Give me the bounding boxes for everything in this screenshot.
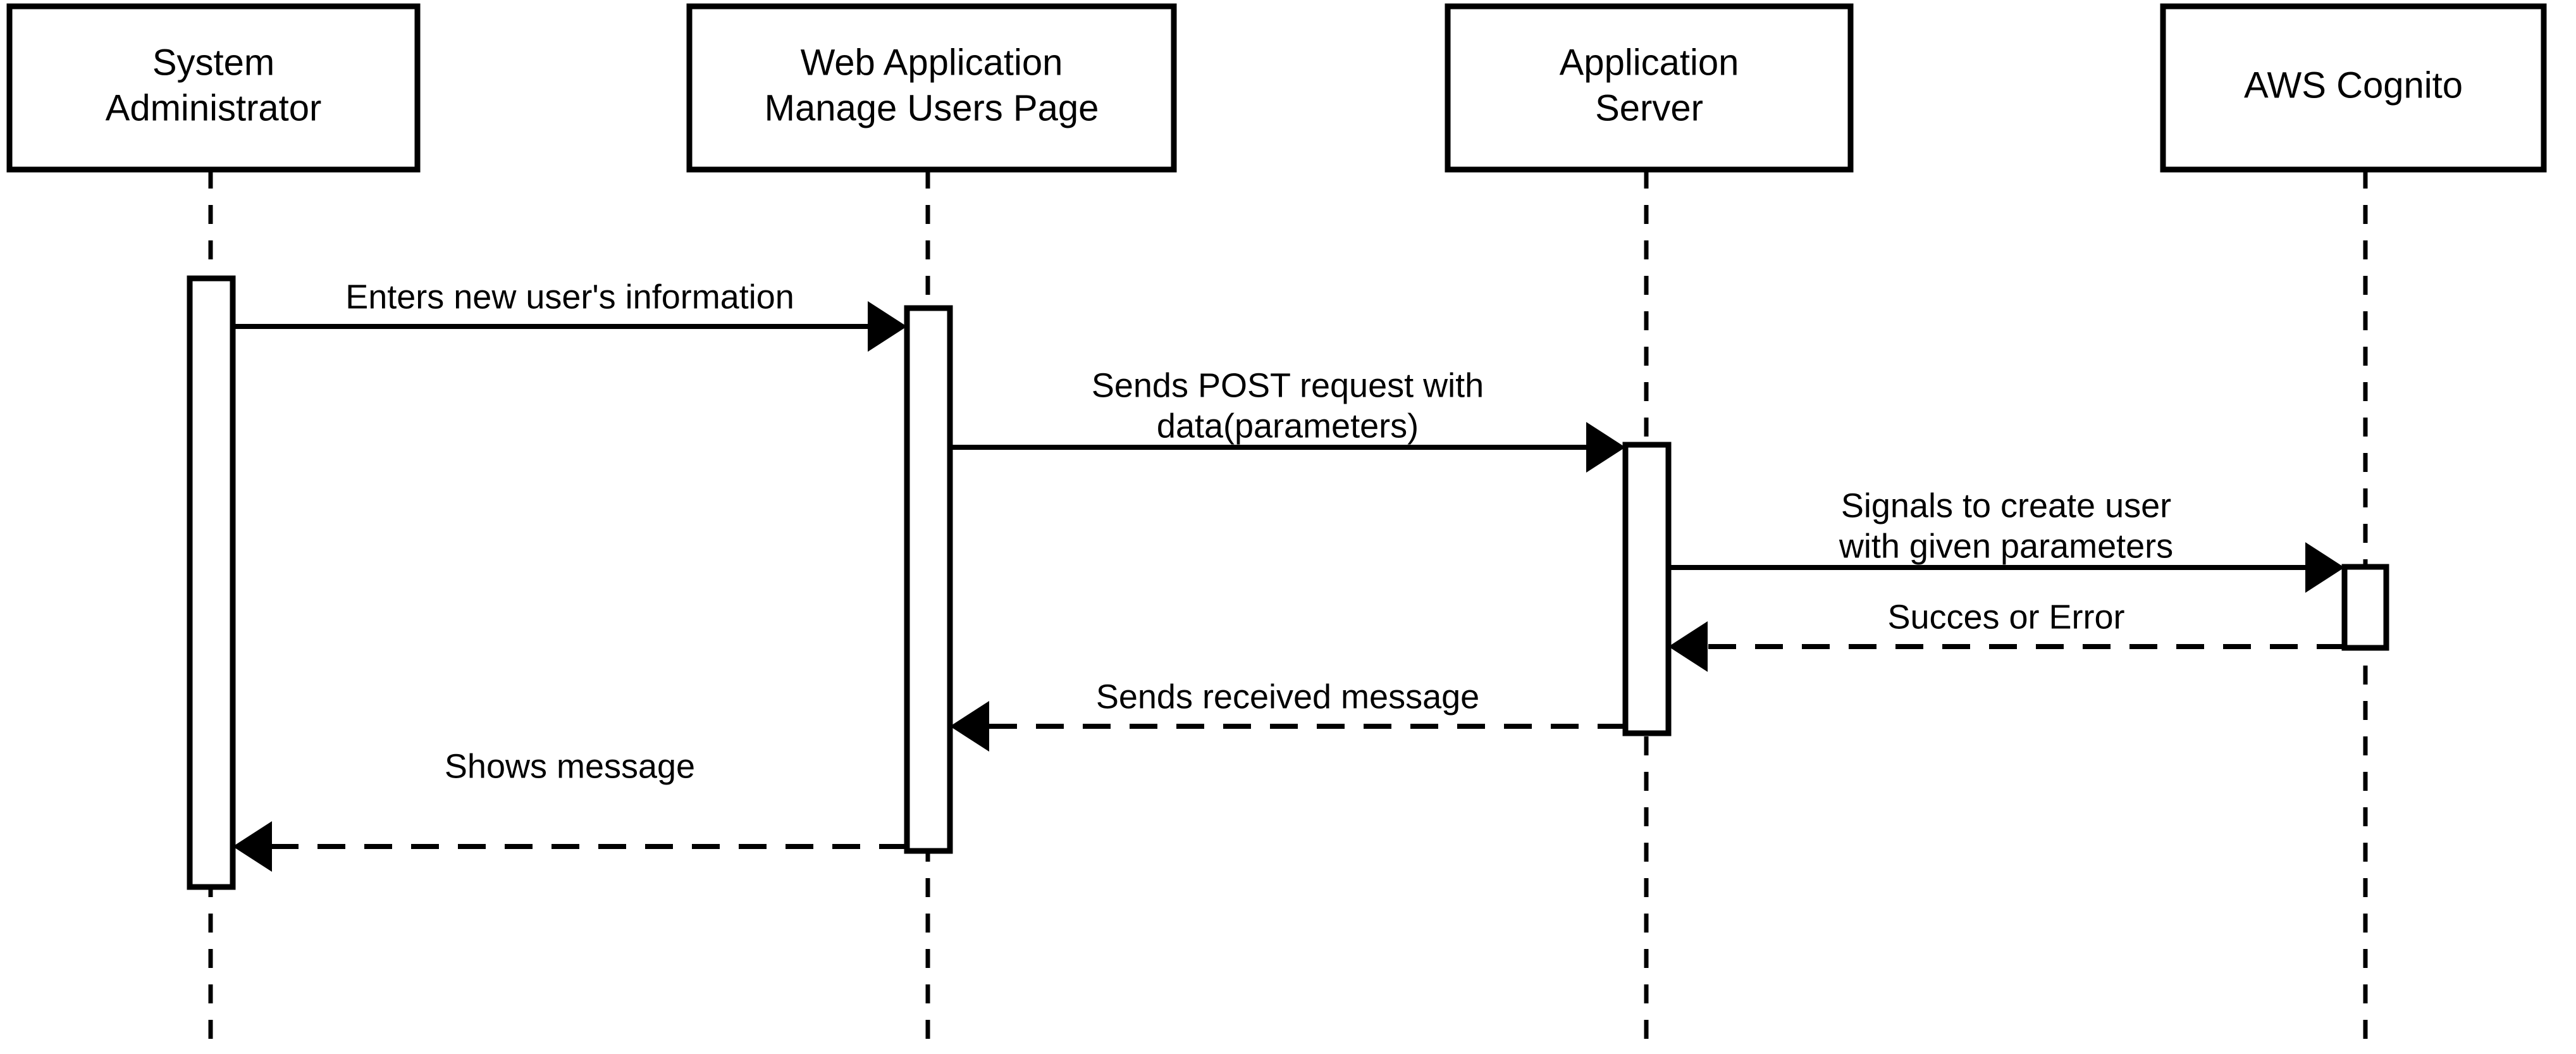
lifeline-label-system-administrator: System	[152, 42, 274, 83]
lifeline-box-web-application-manage-users-page[interactable]	[686, 3, 1177, 173]
message-succes-or-error[interactable]: Succes or Error	[1668, 598, 2345, 672]
message-label-shows-message: Shows message	[445, 747, 695, 785]
arrow-head-sends-received-message	[950, 701, 989, 752]
arrow-head-succes-or-error	[1668, 621, 1708, 672]
lifeline-box-aws-cognito[interactable]	[2160, 3, 2547, 173]
lifeline-label-aws-cognito: AWS Cognito	[2244, 65, 2463, 106]
arrow-head-enters-new-users-information	[868, 301, 907, 352]
message-label-sends-post-request-with-data-parameters: Sends POST request with	[1092, 366, 1484, 404]
activation-bar-aws-cognito[interactable]	[2341, 564, 2389, 651]
message-shows-message[interactable]: Shows message	[233, 747, 907, 872]
activation-bar-web-application-manage-users-page[interactable]	[904, 305, 953, 854]
lifeline-label-web-application-manage-users-page: Manage Users Page	[765, 87, 1099, 128]
lifeline-aws-cognito: AWS Cognito	[2160, 3, 2547, 1054]
message-label-enters-new-users-information: Enters new user's information	[345, 278, 794, 316]
arrow-head-shows-message	[233, 821, 272, 872]
lifeline-label-application-server: Application	[1560, 42, 1739, 83]
message-label-succes-or-error: Succes or Error	[1887, 598, 2124, 636]
activation-bar-system-administrator[interactable]	[187, 275, 236, 890]
message-label-signals-to-create-user-with-given-parameters: Signals to create user	[1841, 487, 2171, 524]
message-label-sends-post-request-with-data-parameters: data(parameters)	[1157, 407, 1419, 445]
arrow-head-sends-post-request-with-data-parameters	[1586, 422, 1625, 473]
arrow-head-signals-to-create-user-with-given-parameters	[2305, 542, 2345, 593]
activation-bar-application-server[interactable]	[1622, 442, 1672, 736]
lifeline-label-application-server: Server	[1595, 87, 1703, 128]
lifeline-label-web-application-manage-users-page: Web Application	[801, 42, 1063, 83]
lifeline-label-system-administrator: Administrator	[106, 87, 322, 128]
lifeline-box-application-server[interactable]	[1445, 3, 1854, 173]
lifeline-box-system-administrator[interactable]	[6, 3, 421, 173]
message-label-sends-received-message: Sends received message	[1096, 678, 1479, 716]
message-sends-received-message[interactable]: Sends received message	[950, 678, 1625, 752]
message-enters-new-users-information[interactable]: Enters new user's information	[233, 278, 907, 352]
message-label-signals-to-create-user-with-given-parameters: with given parameters	[1839, 527, 2173, 565]
